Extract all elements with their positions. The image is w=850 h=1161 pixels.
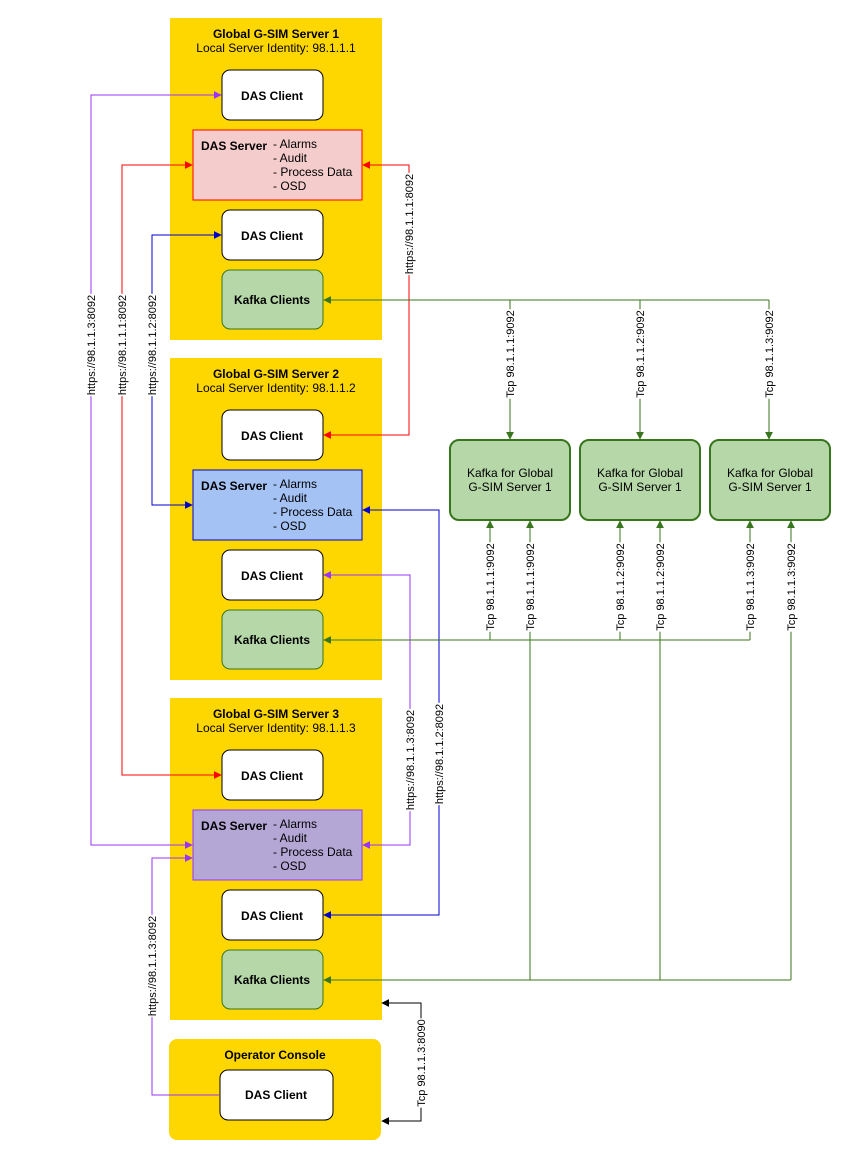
label-https-right-s1: https://98.1.1.1:8092 — [404, 174, 416, 274]
label-tcp-k1-a: Tcp 98.1.1.1:9092 — [485, 543, 497, 630]
server-1-das-client-a-label: DAS Client — [241, 89, 303, 103]
server-2-das-client-b-label: DAS Client — [241, 569, 303, 583]
server-3-das-server-item-3: - Process Data — [273, 845, 353, 859]
server-3-das-client-b[interactable] — [221, 889, 324, 941]
label-backing — [745, 542, 757, 632]
server-1-kafka-clients[interactable] — [221, 269, 324, 330]
kafka-node-3-box — [709, 439, 831, 521]
connector-red-s1server-to-s3client — [121, 161, 222, 779]
server-3-das-server-item-2: - Audit — [273, 831, 308, 845]
server-3-das-client-a[interactable] — [221, 749, 324, 801]
server-1-das-server-item-4: - OSD — [273, 179, 307, 193]
server-2-das-server-item-4: - OSD — [273, 519, 307, 533]
server-2-kafka-clients[interactable] — [221, 609, 324, 670]
label-backing — [86, 293, 98, 397]
label-backing — [485, 542, 497, 632]
kafka-node-1-line-1: Kafka for Global — [467, 466, 553, 480]
server-2-title: Global G-SIM Server 2 — [213, 367, 339, 381]
server-2-das-client-b[interactable] — [221, 549, 324, 601]
label-tcp-k3-b: Tcp 98.1.1.3:9092 — [786, 543, 798, 630]
kafka-node-2-line-2: G-SIM Server 1 — [598, 480, 682, 494]
server-1-das-client-b-label: DAS Client — [241, 229, 303, 243]
server-2-das-server-item-2: - Audit — [273, 491, 308, 505]
label-tcp-console: Tcp 98.1.1.3:8090 — [416, 1019, 428, 1106]
label-https-right-s3-purple: https://98.1.1.3:8092 — [405, 710, 417, 810]
label-backing — [635, 309, 647, 399]
server-1-kafka-clients-label: Kafka Clients — [234, 293, 310, 307]
server-1-das-server-item-1: - Alarms — [273, 137, 317, 151]
kafka-node-3-line-1: Kafka for Global — [727, 466, 813, 480]
server-2-kafka-clients-label: Kafka Clients — [234, 633, 310, 647]
label-backing — [405, 708, 417, 812]
server-2-das-client-a-label: DAS Client — [241, 429, 303, 443]
kafka-node-2[interactable]: Kafka for Global G-SIM Server 1 — [579, 439, 701, 521]
server-1-das-server-label: DAS Server — [201, 139, 267, 153]
server-3-das-server-item-1: - Alarms — [273, 817, 317, 831]
label-https-s1-blue: https://98.1.1.2:8092 — [147, 295, 159, 395]
server-3-identity: Local Server Identity: 98.1.1.3 — [196, 721, 356, 735]
label-backing — [117, 293, 129, 397]
server-3-das-client-b-label: DAS Client — [241, 909, 303, 923]
operator-console-title: Operator Console — [224, 1048, 326, 1062]
server-3-title: Global G-SIM Server 3 — [213, 707, 339, 721]
label-https-s1-outer: https://98.1.1.3:8092 — [86, 295, 98, 395]
server-3-das-server-label: DAS Server — [201, 819, 267, 833]
label-tcp-top-3: Tcp 98.1.1.3:9092 — [764, 310, 776, 397]
server-1-das-client-b[interactable] — [221, 209, 324, 261]
kafka-node-1-box — [449, 439, 571, 521]
kafka-node-2-box — [579, 439, 701, 521]
operator-console-das-client[interactable] — [219, 1069, 334, 1121]
label-backing — [615, 542, 627, 632]
label-https-console: https://98.1.1.3:8092 — [147, 916, 159, 1016]
label-backing — [416, 1018, 428, 1108]
kafka-node-2-line-1: Kafka for Global — [597, 466, 683, 480]
server-3-das-client-a-label: DAS Client — [241, 769, 303, 783]
server-2-das-server-item-3: - Process Data — [273, 505, 353, 519]
label-https-s1-red: https://98.1.1.1:8092 — [117, 295, 129, 395]
label-backing — [525, 542, 537, 632]
label-tcp-k1-b: Tcp 98.1.1.1:9092 — [525, 543, 537, 630]
server-2-das-client-a[interactable] — [221, 409, 324, 461]
operator-console-das-client-label: DAS Client — [245, 1088, 307, 1102]
server-2-group: Global G-SIM Server 2 Local Server Ident… — [170, 358, 382, 680]
label-backing — [786, 542, 798, 632]
server-2-identity: Local Server Identity: 98.1.1.2 — [196, 381, 356, 395]
label-tcp-k2-b: Tcp 98.1.1.2:9092 — [655, 543, 667, 630]
server-3-kafka-clients[interactable] — [221, 949, 324, 1010]
server-3-das-server-item-4: - OSD — [273, 859, 307, 873]
server-1-identity: Local Server Identity: 98.1.1.1 — [196, 41, 356, 55]
kafka-node-1[interactable]: Kafka for Global G-SIM Server 1 — [449, 439, 571, 521]
label-backing — [655, 542, 667, 632]
kafka-node-3[interactable]: Kafka for Global G-SIM Server 1 — [709, 439, 831, 521]
label-tcp-top-1: Tcp 98.1.1.1:9092 — [505, 310, 517, 397]
server-3-group: Global G-SIM Server 3 Local Server Ident… — [170, 698, 382, 1020]
server-2-das-server-label: DAS Server — [201, 479, 267, 493]
label-backing — [404, 172, 416, 276]
label-backing — [147, 293, 159, 397]
label-backing — [147, 914, 159, 1018]
server-1-das-client-a[interactable] — [221, 69, 324, 121]
label-backing — [505, 309, 517, 399]
label-tcp-top-2: Tcp 98.1.1.2:9092 — [635, 310, 647, 397]
label-tcp-k3-a: Tcp 98.1.1.3:9092 — [745, 543, 757, 630]
server-2-das-server-item-1: - Alarms — [273, 477, 317, 491]
server-3-kafka-clients-label: Kafka Clients — [234, 973, 310, 987]
server-1-das-server-item-3: - Process Data — [273, 165, 353, 179]
label-tcp-k2-a: Tcp 98.1.1.2:9092 — [615, 543, 627, 630]
connector-purple-s3server-to-s1client — [90, 91, 222, 849]
server-1-group: Global G-SIM Server 1 Local Server Ident… — [170, 18, 382, 340]
kafka-node-1-line-2: G-SIM Server 1 — [468, 480, 552, 494]
server-1-title: Global G-SIM Server 1 — [213, 27, 339, 41]
label-backing — [764, 309, 776, 399]
label-backing — [434, 702, 446, 806]
operator-console-group: Operator Console DAS Client — [169, 1039, 381, 1140]
server-1-das-server-item-2: - Audit — [273, 151, 308, 165]
label-https-right-s2-blue: https://98.1.1.2:8092 — [434, 704, 446, 804]
kafka-node-3-line-2: G-SIM Server 1 — [728, 480, 812, 494]
